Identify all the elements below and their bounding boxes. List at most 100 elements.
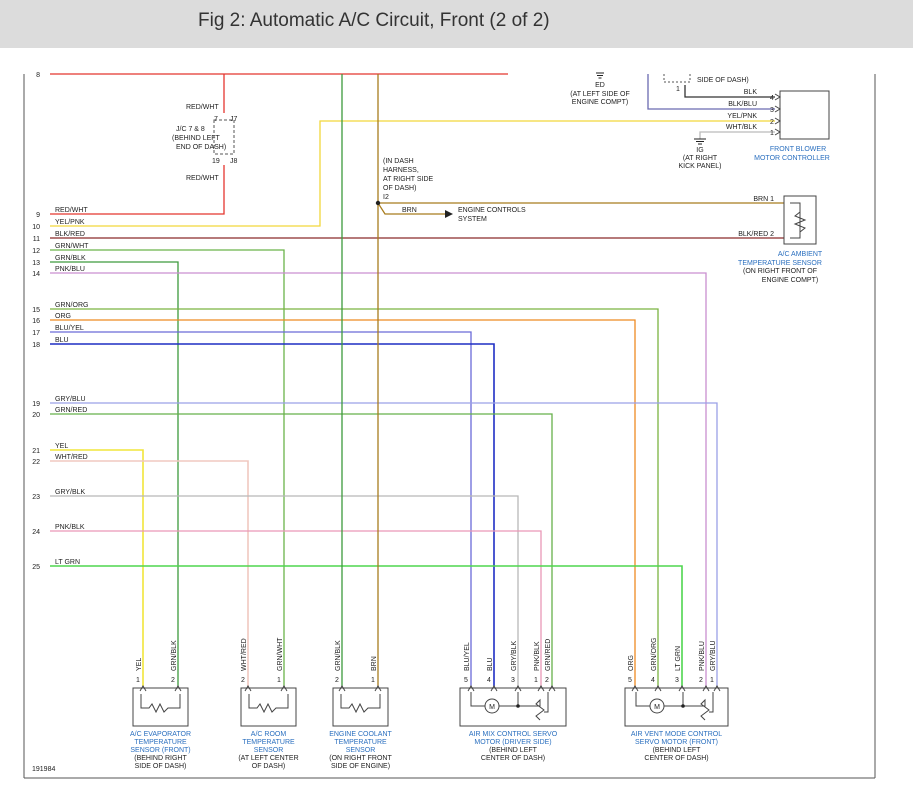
wire-label-10: YEL/PNK xyxy=(55,219,85,226)
component-name-line: SENSOR xyxy=(346,747,376,754)
wire-label-23: GRY/BLK xyxy=(55,489,86,496)
splice-note-1: HARNESS, xyxy=(383,167,419,174)
motor-symbol-label: M xyxy=(654,704,660,711)
splice-wire-label: BRN xyxy=(402,207,417,214)
figure-header: Fig 2: Automatic A/C Circuit, Front (2 o… xyxy=(0,0,913,48)
pin-number-22: 22 xyxy=(32,459,40,466)
blower-pin-arrow xyxy=(774,117,781,125)
jc-wire-top-label: RED/WHT xyxy=(186,104,219,111)
component-name-line: A/C ROOM xyxy=(251,731,287,738)
component-name-line: AIR VENT MODE CONTROL xyxy=(631,731,722,738)
component-pin-wire: GRN/RED xyxy=(545,639,552,671)
wire-label-22: WHT/RED xyxy=(55,454,88,461)
blower-wire-4: BLK xyxy=(744,89,758,96)
component-pin-num: 4 xyxy=(487,677,491,684)
component-pin-wire: GRY/BLU xyxy=(710,640,717,671)
jc-name: J/C 7 & 8 xyxy=(176,126,205,133)
component-pin-arrow xyxy=(631,685,639,692)
component-pin-wire: GRN/WHT xyxy=(277,637,284,671)
ground-ed-line-0: (AT LEFT SIDE OF xyxy=(570,91,630,98)
blower-wire-3: BLK/BLU xyxy=(728,101,757,108)
component-pin-num: 5 xyxy=(464,677,468,684)
component-pin-num: 2 xyxy=(241,677,245,684)
wire-label-20: GRN/RED xyxy=(55,407,87,414)
ground-ed-line-1: ENGINE COMPT) xyxy=(572,99,628,106)
ground-ig-line-0: (AT RIGHT xyxy=(683,155,718,162)
component-name-line: SENSOR xyxy=(254,747,284,754)
component-pin-num: 1 xyxy=(277,677,281,684)
blower-wire-2: YEL/PNK xyxy=(727,113,757,120)
splice-id: I2 xyxy=(383,194,389,201)
component-pin-num: 1 xyxy=(534,677,538,684)
splice-note-2: AT RIGHT SIDE xyxy=(383,176,434,183)
wire-pin-23 xyxy=(50,495,519,686)
component-loc-line: CENTER OF DASH) xyxy=(644,755,708,762)
component-pin-wire: PNK/BLU xyxy=(699,641,706,671)
component-name-line: TEMPERATURE xyxy=(242,739,295,746)
wire-pin-12 xyxy=(50,249,285,686)
ground-ig-line-1: KICK PANEL) xyxy=(678,163,721,170)
pin-number-23: 23 xyxy=(32,494,40,501)
component-pin-arrow xyxy=(548,685,556,692)
servo-dot xyxy=(681,704,685,708)
pin-number-17: 17 xyxy=(32,330,40,337)
figure-title: Fig 2: Automatic A/C Circuit, Front (2 o… xyxy=(198,10,550,31)
component-pin-arrow xyxy=(139,685,147,692)
thermistor-symbol xyxy=(248,694,289,714)
component-pin-arrow xyxy=(713,685,721,692)
wire-pin-18 xyxy=(50,343,495,686)
component-pin-arrow xyxy=(654,685,662,692)
wire-pin-14 xyxy=(50,272,707,686)
component-pin-arrow xyxy=(280,685,288,692)
wire-label-9: RED/WHT xyxy=(55,207,88,214)
wire-label-12: GRN/WHT xyxy=(55,243,89,250)
component-pin-num: 2 xyxy=(335,677,339,684)
wire-pin-19 xyxy=(50,402,718,686)
wire-pin-9 xyxy=(50,165,225,215)
component-pin-arrow xyxy=(338,685,346,692)
splice-dest-2: SYSTEM xyxy=(458,216,487,223)
ambient-pin1: BRN 1 xyxy=(753,196,774,203)
wire-blower-b xyxy=(647,74,775,110)
blower-pin-arrow xyxy=(774,93,781,101)
partial-pin: 1 xyxy=(676,86,680,93)
blower-name-1: FRONT BLOWER xyxy=(770,146,826,153)
component-name-line: AIR MIX CONTROL SERVO xyxy=(469,731,558,738)
component-name-line: MOTOR (DRIVER SIDE) xyxy=(474,739,551,746)
component-pin-num: 2 xyxy=(699,677,703,684)
thermistor-symbol xyxy=(140,694,181,714)
wire-blower-gnd xyxy=(699,131,775,139)
component-loc-line: CENTER OF DASH) xyxy=(481,755,545,762)
component-pin-wire: ORG xyxy=(628,655,635,671)
blower-wire-1: WHT/BLK xyxy=(726,124,757,131)
component-pin-arrow xyxy=(467,685,475,692)
jc-top-conn: J7 xyxy=(230,116,238,123)
wire-pin-13 xyxy=(50,261,179,686)
pin-number-13: 13 xyxy=(32,260,40,267)
pin-number-21: 21 xyxy=(32,448,40,455)
wire-pin-22 xyxy=(50,460,249,686)
component-pin-arrow xyxy=(174,685,182,692)
pin-number-12: 12 xyxy=(32,248,40,255)
component-pin-num: 4 xyxy=(651,677,655,684)
wire-label-14: PNK/BLU xyxy=(55,266,85,273)
component-loc-line: (ON RIGHT FRONT xyxy=(329,755,392,762)
component-pin-num: 2 xyxy=(171,677,175,684)
component-name-line: TEMPERATURE xyxy=(334,739,387,746)
wire-label-18: BLU xyxy=(55,337,69,344)
labels-layer: 89RED/WHT10YEL/PNK11BLK/RED12GRN/WHT13GR… xyxy=(32,72,830,773)
component-pin-arrow xyxy=(678,685,686,692)
blower-pin-4: 4 xyxy=(770,95,774,102)
jc-wire-bottom-label: RED/WHT xyxy=(186,175,219,182)
component-box-3 xyxy=(459,687,567,727)
component-loc-line: OF DASH) xyxy=(252,763,285,770)
wire-pin-16 xyxy=(50,319,636,686)
ambient-loc-1: (ON RIGHT FRONT OF xyxy=(743,268,817,275)
wire-pin-21 xyxy=(50,449,144,686)
wire-label-21: YEL xyxy=(55,443,68,450)
partial-text: SIDE OF DASH) xyxy=(697,77,749,84)
component-pin-arrow xyxy=(374,685,382,692)
ambient-pin2: BLK/RED 2 xyxy=(738,231,774,238)
wire-pin-10 xyxy=(50,120,775,227)
